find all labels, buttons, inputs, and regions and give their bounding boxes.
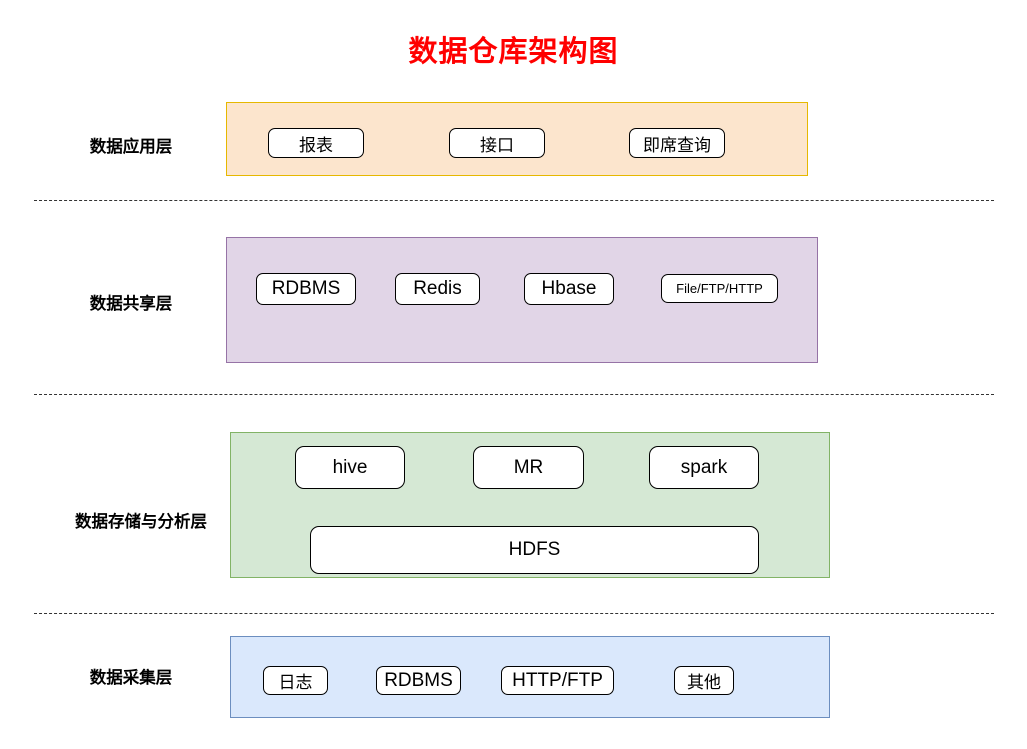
layer-panel-collection: 日志 RDBMS HTTP/FTP 其他 bbox=[230, 636, 830, 718]
layer-label-application: 数据应用层 bbox=[89, 138, 173, 156]
node-rizhi[interactable]: 日志 bbox=[263, 666, 328, 695]
node-file-ftp-http[interactable]: File/FTP/HTTP bbox=[661, 274, 778, 303]
node-jixichaxun[interactable]: 即席查询 bbox=[629, 128, 725, 158]
node-jiekou[interactable]: 接口 bbox=[449, 128, 545, 158]
node-rdbms-share[interactable]: RDBMS bbox=[256, 273, 356, 305]
layer-panel-storage-analysis: hive MR spark HDFS bbox=[230, 432, 830, 578]
node-mr[interactable]: MR bbox=[473, 446, 584, 489]
layer-label-collection: 数据采集层 bbox=[89, 669, 173, 687]
node-baobiao[interactable]: 报表 bbox=[268, 128, 364, 158]
divider-1 bbox=[34, 200, 994, 201]
layer-label-sharing: 数据共享层 bbox=[89, 295, 173, 313]
node-spark[interactable]: spark bbox=[649, 446, 759, 489]
divider-3 bbox=[34, 613, 994, 614]
layer-label-storage-analysis: 数据存储与分析层 bbox=[75, 513, 207, 531]
node-hive[interactable]: hive bbox=[295, 446, 405, 489]
layer-panel-application: 报表 接口 即席查询 bbox=[226, 102, 808, 176]
node-qita[interactable]: 其他 bbox=[674, 666, 734, 695]
layer-panel-sharing: RDBMS Redis Hbase File/FTP/HTTP bbox=[226, 237, 818, 363]
node-rdbms-collect[interactable]: RDBMS bbox=[376, 666, 461, 695]
page-title: 数据仓库架构图 bbox=[408, 36, 619, 68]
node-hbase[interactable]: Hbase bbox=[524, 273, 614, 305]
divider-2 bbox=[34, 394, 994, 395]
node-hdfs[interactable]: HDFS bbox=[310, 526, 759, 574]
node-redis[interactable]: Redis bbox=[395, 273, 480, 305]
node-http-ftp[interactable]: HTTP/FTP bbox=[501, 666, 614, 695]
